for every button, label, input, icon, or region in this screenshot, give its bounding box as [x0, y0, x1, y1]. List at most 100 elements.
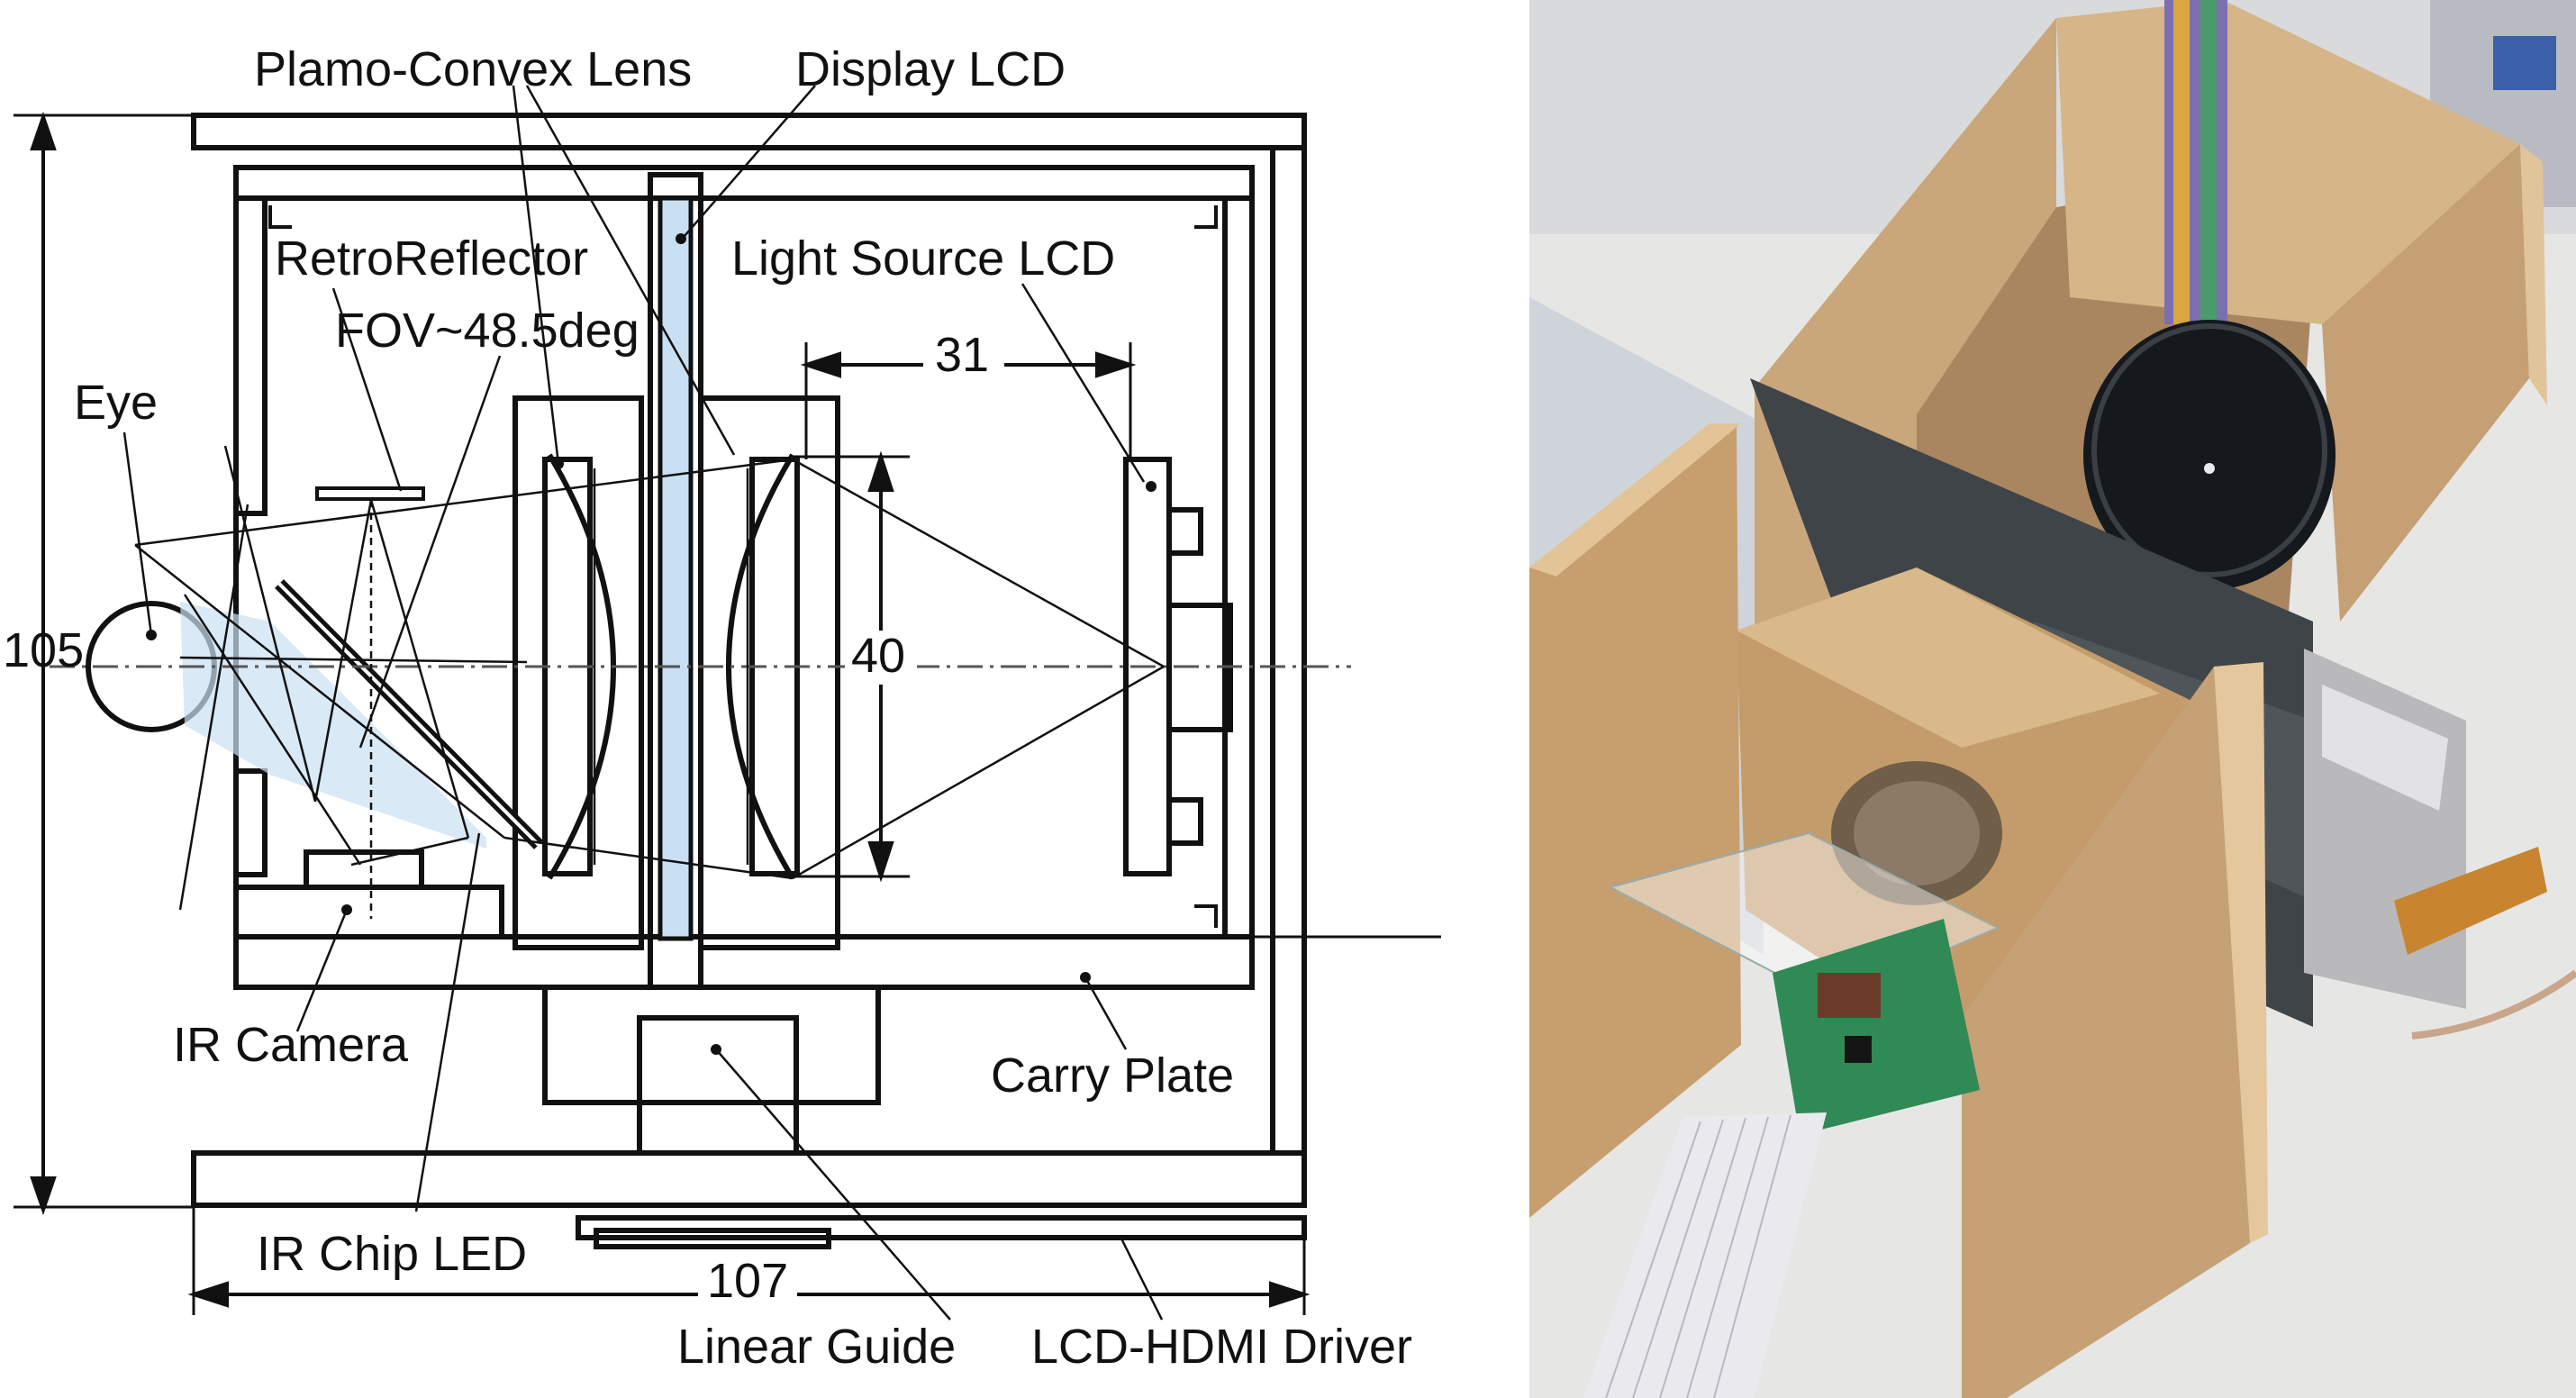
lens-gap-arrow-left: [800, 351, 841, 378]
width-label-bg: [698, 1266, 797, 1320]
right-inner-wall: [1222, 195, 1255, 940]
label-height-dimension: 105: [3, 623, 84, 677]
photo-front-lens-glass: [1854, 781, 1980, 885]
inner-box: [233, 165, 1255, 990]
ray-10: [223, 445, 317, 803]
label-carry-plate: Carry Plate: [991, 1048, 1234, 1103]
retroreflector-plate: [315, 486, 425, 501]
label-width-dimension: 107: [707, 1254, 788, 1308]
bottom-plate: [191, 1150, 1307, 1208]
label-plano-convex-lens: Plamo-Convex Lens: [254, 42, 692, 96]
photo-clutter-blue: [2493, 36, 2556, 90]
photo-camera-chip: [1845, 1036, 1872, 1063]
linear-guide-rail: [637, 1015, 799, 1156]
photo-camera-module: [1818, 973, 1881, 1018]
leader-plano-convex-lens: [512, 85, 560, 465]
photo-flex-cable: [2394, 847, 2547, 955]
photo-back-box-right-edge: [2520, 144, 2547, 405]
height-arrow-top: [30, 111, 57, 150]
photo-front-box-lens-plate-top: [1737, 567, 2160, 748]
label-light-source-lcd: Light Source LCD: [731, 231, 1115, 286]
ray-12: [183, 594, 362, 866]
ray-5: [503, 836, 794, 880]
leader-ir-camera: [295, 909, 349, 1032]
photo-front-box-left-top: [1529, 423, 1741, 576]
ray-8: [313, 499, 373, 803]
center-plate: [648, 172, 703, 990]
aperture-arrow-bottom: [867, 841, 894, 883]
height-arrow-bottom: [30, 1176, 57, 1216]
label-display-lcd: Display LCD: [795, 42, 1066, 96]
linear-guide-block: [542, 985, 881, 1105]
top-plate: [191, 113, 1307, 150]
carry-plate: [233, 934, 1255, 990]
leader-eye: [122, 431, 153, 636]
leader-display-lcd: [684, 85, 816, 237]
photo-ribbon-cable-stripe-2: [2200, 0, 2217, 324]
display-lcd-panel: [658, 195, 694, 941]
label-linear-guide: Linear Guide: [677, 1320, 956, 1374]
photo-front-box-left-wall: [1529, 423, 1741, 1218]
label-retroreflector: RetroReflector: [275, 231, 588, 286]
width-arrow-right: [1269, 1281, 1311, 1308]
leader-ir-chip-led: [414, 832, 481, 1212]
label-lcd-hdmi-driver: LCD-HDMI Driver: [1031, 1320, 1412, 1374]
leader-fov: [358, 355, 502, 749]
ray-1: [134, 458, 794, 547]
photo-camera-ribbon-lines: [1605, 1114, 1791, 1398]
leader-linear-guide: [715, 1048, 951, 1321]
optical-schematic-diagram: Plamo-Convex Lens Display LCD RetroRefle…: [3, 42, 1441, 1374]
photo-lens-housing: [2083, 320, 2336, 590]
beam-splitter-inner: [277, 582, 540, 847]
photo-foil-highlight: [2322, 685, 2448, 811]
photo-lens-rim: [2091, 323, 2327, 577]
lcd-connector-top: [1166, 507, 1203, 556]
leader-plano-convex-lens-2: [525, 85, 736, 456]
aperture-arrow-top: [867, 450, 894, 492]
left-inner-wall-bottom: [233, 768, 268, 877]
hdmi-driver-board: [576, 1215, 1307, 1240]
eye-view-cone: [180, 602, 486, 849]
leader-retroreflector: [331, 287, 403, 492]
photo-back-box-right-wall: [2322, 144, 2529, 622]
right-wall: [1270, 145, 1307, 1156]
label-ir-chip-led: IR Chip LED: [257, 1227, 527, 1281]
left-inner-wall-top: [233, 195, 268, 516]
leader-dot-eye: [146, 630, 157, 640]
photo-lens-center: [2204, 463, 2215, 474]
corner-bracket-bottom: [1194, 904, 1218, 928]
ray-11: [178, 504, 249, 911]
leader-dot-ir-camera: [341, 904, 352, 915]
leader-dot-lens: [553, 458, 564, 469]
ray-4: [134, 544, 505, 839]
lens-gap-arrow-right: [1095, 351, 1137, 378]
plano-convex-lens-right: [726, 453, 795, 880]
label-aperture-dimension: 40: [851, 629, 905, 683]
photo-wire: [2411, 969, 2576, 1039]
width-arrow-left: [187, 1281, 229, 1308]
aperture-label-bg: [845, 631, 917, 685]
leader-dot-carry-plate: [1080, 972, 1091, 983]
ray-6: [179, 656, 528, 664]
lens-gap-label-bg: [923, 333, 1004, 387]
ray-2: [792, 458, 1165, 668]
corner-bracket-right: [1194, 205, 1218, 229]
prototype-device-photo: [1529, 0, 2576, 1398]
ray-13: [350, 836, 469, 867]
label-fov: FOV~48.5deg: [335, 304, 639, 358]
lens-holder-left: [512, 395, 644, 950]
camera-base: [233, 885, 504, 940]
display-lcd-pointer-dot: [676, 233, 686, 244]
leader-dot-linear-guide: [711, 1044, 721, 1055]
ir-camera-body: [304, 849, 424, 890]
photo-camera-ribbon: [1583, 1112, 1827, 1398]
ray-3: [792, 665, 1165, 880]
photo-front-box-right-edge: [2214, 662, 2268, 1243]
label-lens-gap-dimension: 31: [935, 328, 989, 382]
label-eye: Eye: [74, 376, 158, 430]
lcd-connector-bottom: [1166, 797, 1203, 846]
hdmi-driver-chip: [594, 1228, 831, 1249]
corner-bracket-left: [268, 205, 292, 229]
leader-light-source-lcd: [1020, 283, 1146, 483]
leader-dot-light-source: [1146, 481, 1156, 492]
